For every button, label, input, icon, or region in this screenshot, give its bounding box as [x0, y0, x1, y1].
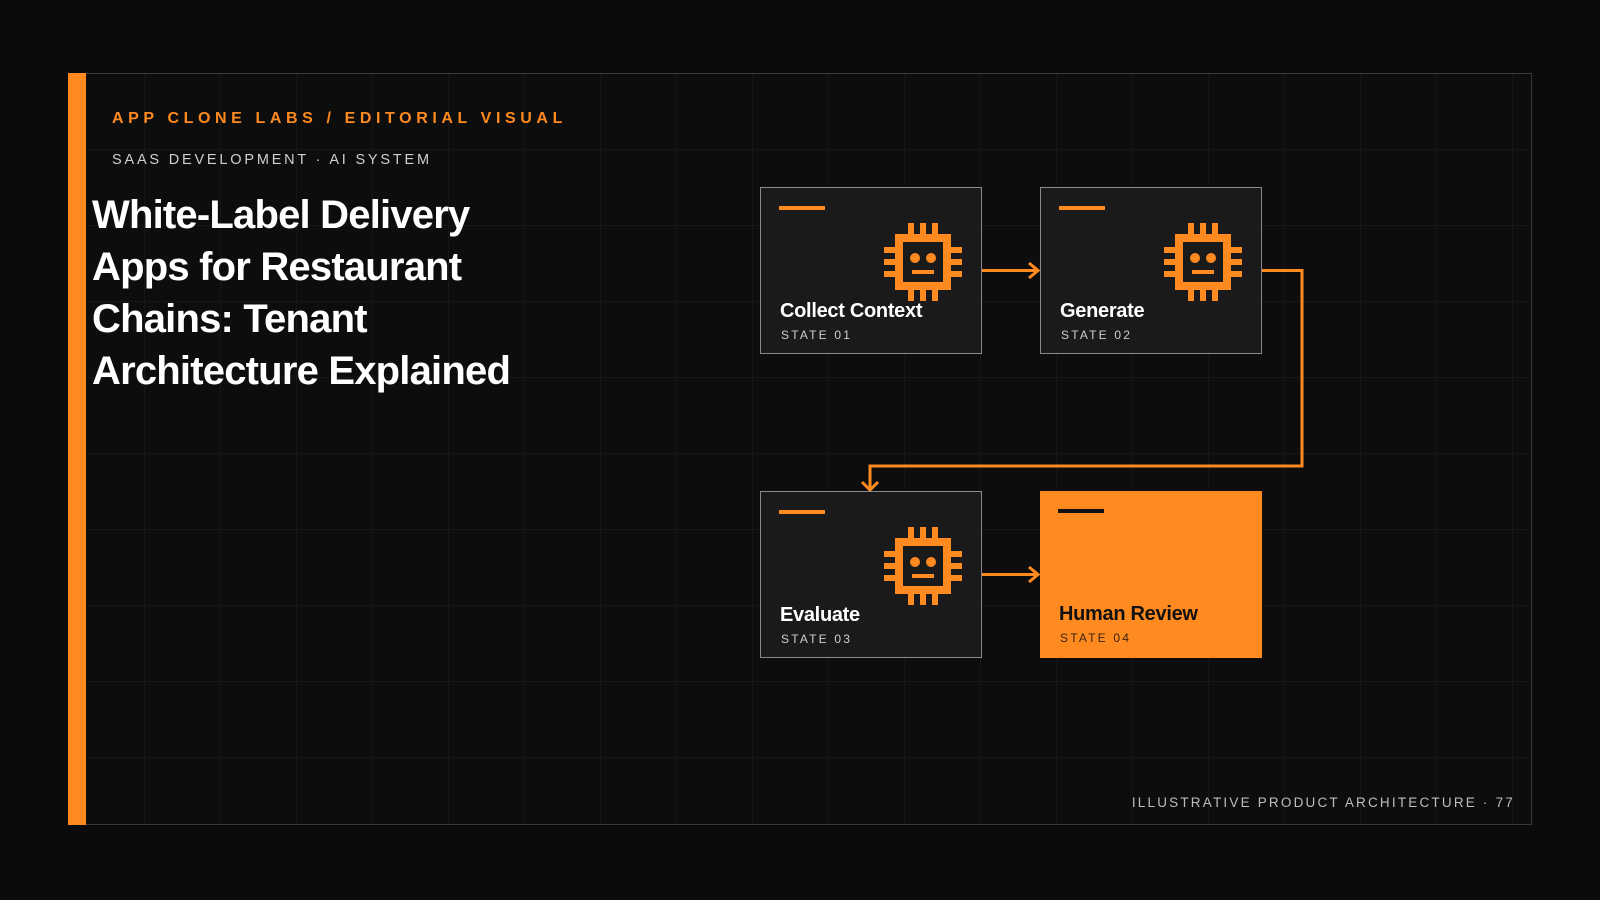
node-accent-dash: [1059, 206, 1105, 210]
title-line: White-Label Delivery: [92, 193, 470, 237]
node-accent-dash: [779, 510, 825, 514]
chip-robot-icon: [1164, 223, 1242, 301]
node-label: Human Review: [1059, 603, 1198, 625]
subkicker-text: SAAS DEVELOPMENT · AI SYSTEM: [112, 152, 432, 168]
node-state: STATE 04: [1060, 631, 1132, 645]
accent-bar: [68, 73, 86, 825]
flow-node-evaluate: Evaluate STATE 03: [760, 491, 982, 658]
title-line: Apps for Restaurant: [92, 245, 462, 289]
chip-robot-icon: [884, 223, 962, 301]
node-state: STATE 03: [781, 632, 853, 646]
node-label: Collect Context: [780, 300, 923, 322]
node-state: STATE 01: [781, 328, 853, 342]
kicker-text: APP CLONE LABS / EDITORIAL VISUAL: [112, 110, 567, 127]
title-line: Architecture Explained: [92, 349, 511, 393]
chip-robot-icon: [884, 527, 962, 605]
node-accent-dash: [779, 206, 825, 210]
flow-node-generate: Generate STATE 02: [1040, 187, 1262, 354]
node-label: Evaluate: [780, 604, 860, 626]
flow-node-collect-context: Collect Context STATE 01: [760, 187, 982, 354]
node-label: Generate: [1060, 300, 1145, 322]
flow-node-human-review: Human Review STATE 04: [1040, 491, 1262, 658]
slide-panel: [68, 73, 1532, 825]
footer-caption: ILLUSTRATIVE PRODUCT ARCHITECTURE · 77: [1131, 795, 1515, 810]
title-line: Chains: Tenant: [92, 297, 368, 341]
node-accent-dash: [1058, 509, 1104, 513]
node-state: STATE 02: [1061, 328, 1133, 342]
page-title: White-Label Delivery Apps for Restaurant…: [92, 189, 592, 397]
